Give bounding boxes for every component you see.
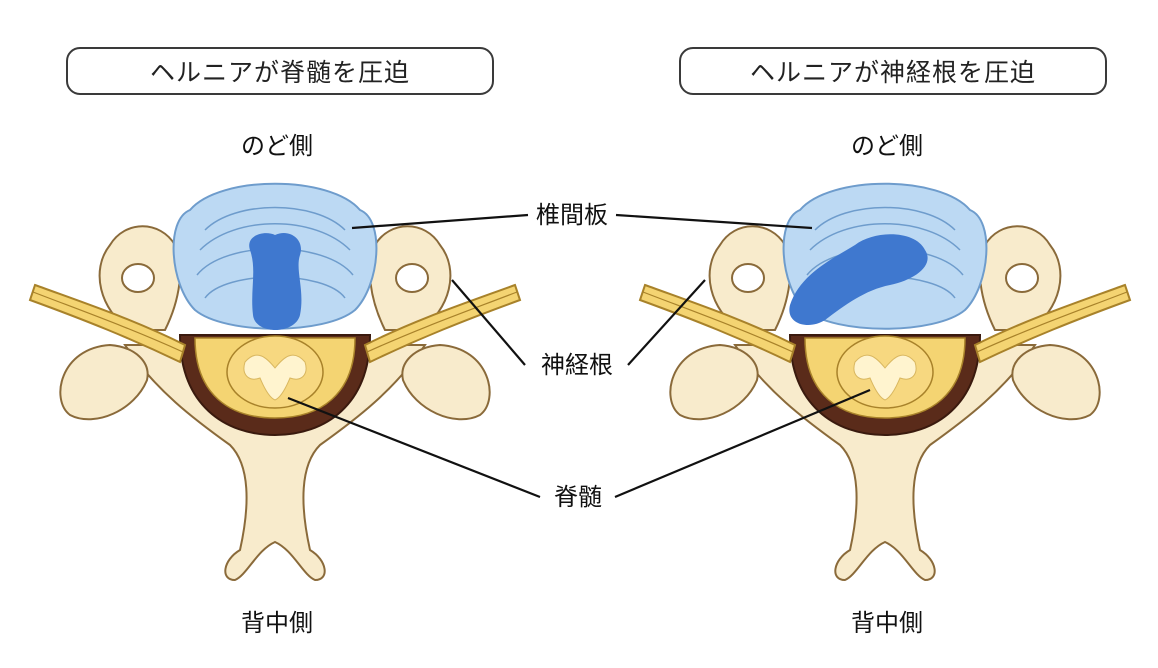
vertebra-illustration-left	[29, 182, 521, 581]
right-top-label: のど側	[851, 132, 923, 160]
leader-lines	[287, 213, 871, 499]
right-title-box: ヘルニアが神経根を圧迫	[679, 47, 1107, 95]
disc-label: 椎間板	[530, 200, 614, 230]
spinal-cord-label: 脊髄	[548, 482, 608, 512]
vertebra-illustration-right	[639, 182, 1131, 581]
left-bottom-label: 背中側	[241, 609, 313, 637]
nerve-root-label: 神経根	[535, 350, 619, 380]
left-title-box: ヘルニアが脊髄を圧迫	[66, 47, 494, 95]
right-bottom-label: 背中側	[851, 609, 923, 637]
right-title: ヘルニアが神経根を圧迫	[749, 58, 1036, 87]
left-top-label: のど側	[241, 132, 313, 160]
left-title: ヘルニアが脊髄を圧迫	[149, 58, 410, 87]
